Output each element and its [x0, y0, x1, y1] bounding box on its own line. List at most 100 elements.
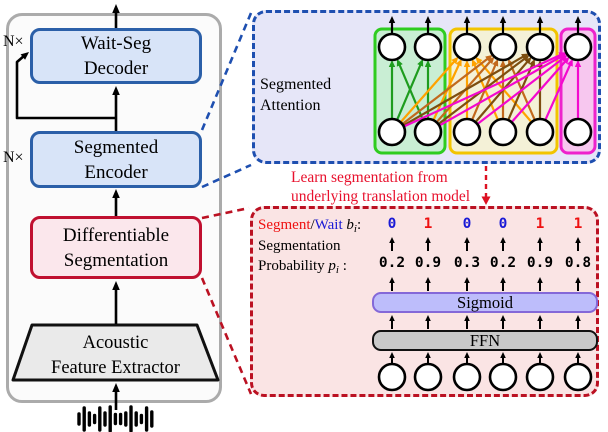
segmentation-input-node	[452, 362, 482, 392]
attention-edge-arrowhead-icon	[566, 58, 573, 67]
decoder-output-arrow-arrowhead-icon	[112, 4, 120, 13]
feedback-arrowhead-icon	[20, 52, 29, 60]
attention-output-arrow-arrowhead-icon	[499, 16, 507, 23]
attention-output-arrow-arrowhead-icon	[388, 16, 396, 23]
encoder-to-decoder-feedback-line	[15, 54, 116, 120]
decoder-label-line1: Wait-Seg	[80, 33, 152, 54]
attention-top-node	[563, 32, 593, 62]
attention-edge-line	[511, 60, 567, 123]
ffn-to-sigmoid-arrow-arrowhead-icon	[575, 315, 581, 321]
callout-line2: underlying translation model	[291, 188, 471, 205]
wait-word: Wait	[314, 217, 343, 233]
segment-wait-row-label: Segment/Wait bi:	[258, 216, 361, 238]
node-to-ffn-arrow-arrowhead-icon	[389, 352, 395, 358]
attention-edge-arrowhead-icon	[485, 54, 493, 62]
attention-edge-line	[400, 60, 456, 123]
node-to-ffn-arrow-arrowhead-icon	[500, 352, 506, 358]
probability-value: 0.2	[378, 255, 406, 271]
learn-segmentation-callout: Learn segmentation from underlying trans…	[291, 168, 470, 206]
attention-label-line2: Attention	[260, 97, 321, 114]
attention-edge-arrowhead-icon	[471, 58, 478, 67]
attention-top-node	[413, 32, 443, 62]
attention-edge-arrowhead-icon	[417, 58, 424, 67]
attention-bottom-node	[563, 117, 593, 147]
decoder-label-line2: Decoder	[83, 58, 149, 79]
wait-seg-decoder-box: Wait-Seg Decoder	[30, 28, 202, 84]
attention-bottom-node	[488, 117, 518, 147]
ffn-box: FFN	[372, 330, 598, 351]
bit-value: 0	[387, 216, 397, 232]
prob-to-bit-arrow-arrowhead-icon	[425, 237, 431, 243]
prob-to-bit-arrow-arrowhead-icon	[389, 237, 395, 243]
extractor-label-line2: Feature Extractor	[51, 358, 180, 378]
acoustic-feature-extractor-shape	[11, 323, 220, 382]
ffn-to-sigmoid-arrow-arrowhead-icon	[425, 315, 431, 321]
attention-edge-line	[404, 53, 562, 128]
attention-output-arrow-arrowhead-icon	[463, 16, 471, 23]
segmentation-input-node	[525, 362, 555, 392]
ffn-to-sigmoid-arrow-arrowhead-icon	[464, 315, 470, 321]
attention-top-node	[452, 32, 482, 62]
extractor-label-line1: Acoustic	[82, 333, 149, 353]
attention-top-node	[525, 32, 555, 62]
probability-value: 0.2	[489, 255, 517, 271]
attention-top-node	[488, 32, 518, 62]
attention-output-arrow-arrowhead-icon	[574, 16, 582, 23]
node-to-ffn-arrow-arrowhead-icon	[575, 352, 581, 358]
sigmoid-to-prob-arrow-arrowhead-icon	[500, 277, 506, 283]
attention-edge-arrowhead-icon	[463, 60, 471, 67]
probability-value: 0.8	[564, 255, 592, 271]
segmentation-callout-line-top	[201, 206, 250, 220]
ffn-to-sigmoid-arrow-arrowhead-icon	[537, 315, 543, 321]
sigmoid-label: Sigmoid	[457, 293, 513, 312]
segmentation-input-node	[413, 362, 443, 392]
segmentation-word-label: Segmentation	[258, 238, 341, 254]
attention-edge-arrowhead-icon	[560, 54, 568, 62]
attention-edge-line	[403, 55, 525, 126]
encoder-callout-line-bottom	[201, 163, 252, 189]
segmentation-input-node	[488, 362, 518, 392]
probability-word: Probability	[258, 258, 325, 274]
bit-value: 0	[498, 216, 508, 232]
bit-value: 0	[462, 216, 472, 232]
attention-bottom-node	[377, 117, 407, 147]
ffn-to-sigmoid-arrow-arrowhead-icon	[500, 315, 506, 321]
node-to-ffn-arrow-arrowhead-icon	[464, 352, 470, 358]
attention-bottom-node	[413, 117, 443, 147]
sigmoid-to-prob-arrow-arrowhead-icon	[464, 277, 470, 283]
prob-colon: :	[342, 258, 347, 274]
attention-label-line1: Segmented	[260, 76, 332, 93]
bit-colon: :	[356, 217, 362, 233]
sigmoid-to-prob-arrow-arrowhead-icon	[425, 277, 431, 283]
encoder-label-line1: Segmented	[73, 136, 159, 158]
attention-edge-arrowhead-icon	[451, 56, 459, 65]
learn-segmentation-arrowhead-icon	[481, 196, 491, 205]
node-to-ffn-arrow-arrowhead-icon	[425, 352, 431, 358]
attention-output-arrow-arrowhead-icon	[536, 16, 544, 23]
sigmoid-to-prob-arrow-arrowhead-icon	[389, 277, 395, 283]
segmentation-to-encoder-arrow-arrowhead-icon	[112, 189, 120, 198]
attention-edge-line	[509, 63, 536, 120]
attention-edge-line	[396, 64, 422, 120]
attention-edge-arrowhead-icon	[424, 60, 432, 67]
nx-label-encoder: N×	[3, 149, 24, 166]
prob-to-bit-arrow-arrowhead-icon	[575, 237, 581, 243]
bit-variable: b	[346, 217, 354, 233]
segmentation-input-node	[563, 362, 593, 392]
probability-value: 0.3	[453, 255, 481, 271]
nx-label-decoder: N×	[3, 33, 24, 50]
attention-output-arrow-arrowhead-icon	[424, 16, 432, 23]
encoder-label-line2: Encoder	[84, 161, 148, 183]
bit-value: 1	[573, 216, 583, 232]
attention-edge-arrowhead-icon	[522, 54, 530, 62]
segmented-encoder-box: Segmented Encoder	[30, 131, 202, 188]
attention-edge-arrowhead-icon	[524, 56, 532, 65]
diffseg-label-line2: Segmentation	[63, 249, 169, 271]
attention-edge-arrowhead-icon	[574, 60, 582, 67]
bit-value: 1	[535, 216, 545, 232]
sigmoid-to-prob-arrow-arrowhead-icon	[537, 277, 543, 283]
attention-bottom-node	[452, 117, 482, 147]
attention-edge-arrowhead-icon	[487, 56, 495, 65]
